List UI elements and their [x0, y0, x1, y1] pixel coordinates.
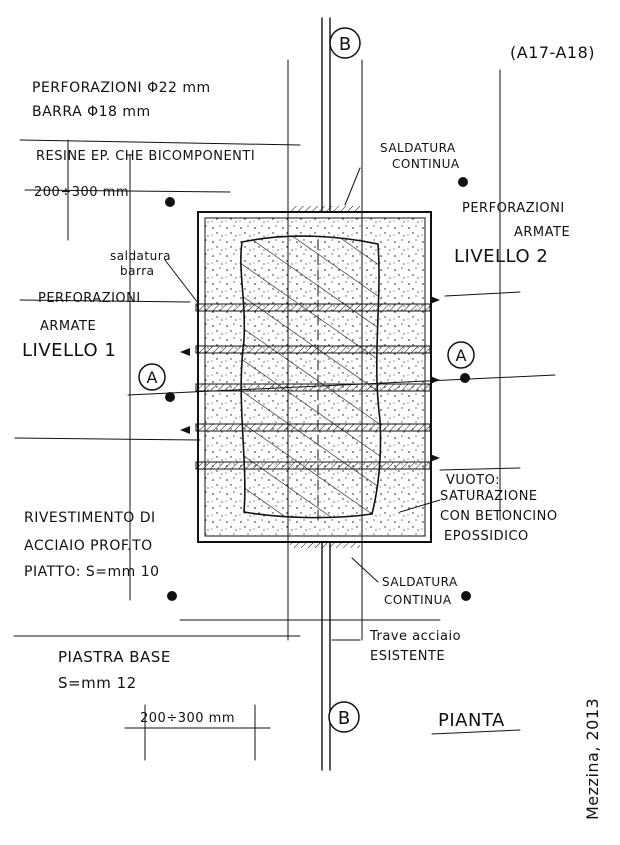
weld-bottom: [290, 542, 360, 548]
svg-text:A: A: [147, 368, 158, 387]
beam-label: Trave acciaio: [369, 629, 461, 644]
ref-code: (A17-A18): [510, 43, 595, 62]
section-axis-a: [127, 374, 556, 396]
spacing-top: 200÷300 mm: [34, 185, 129, 200]
plate-label: PIASTRA BASE: [58, 648, 171, 666]
void-label: SATURAZIONE: [440, 489, 538, 504]
weld-top: [290, 206, 360, 212]
annotations: (A17-A18) PERFORAZIONI Φ22 mm BARRA Φ18 …: [22, 43, 602, 820]
signature: Mezzina, 2013: [583, 698, 602, 820]
spacing-bottom: 200÷300 mm: [140, 711, 235, 726]
section-marker-a-left: A: [138, 363, 166, 391]
cladding-label: ACCIAIO PROF.TO: [24, 538, 153, 554]
level2-label: PERFORAZIONI: [462, 201, 565, 216]
level1-label: LIVELLO 1: [22, 340, 116, 361]
weld-top-label: CONTINUA: [392, 157, 460, 171]
void-label: EPOSSIDICO: [444, 529, 529, 544]
section-marker-b-bottom: B: [328, 701, 360, 733]
drill-marker: [458, 177, 468, 187]
cladding-label: RIVESTIMENTO DI: [24, 510, 156, 526]
steel-beam: [321, 17, 331, 771]
bar-weld-label: barra: [120, 264, 154, 278]
weld-bottom-label: CONTINUA: [384, 593, 452, 607]
weld-bottom-label: SALDATURA: [382, 575, 458, 589]
void-label: VUOTO:: [446, 473, 500, 488]
leader-lines: [164, 167, 441, 641]
level2-label: ARMATE: [514, 225, 570, 240]
drill-marker: [167, 591, 177, 601]
core-section: [240, 235, 382, 519]
drill-marker: [461, 591, 471, 601]
svg-text:A: A: [456, 346, 467, 365]
bar: [195, 345, 431, 354]
column-plan: [195, 206, 432, 548]
bar-weld-label: saldatura: [110, 249, 171, 263]
bar: [195, 303, 431, 312]
bar: [195, 423, 431, 432]
level2-label: LIVELLO 2: [454, 246, 548, 267]
svg-text:B: B: [338, 708, 350, 729]
bar: [195, 461, 431, 470]
level1-label: PERFORAZIONI: [38, 291, 141, 306]
section-marker-b-top: B: [329, 27, 361, 59]
drill-marker: [460, 373, 470, 383]
drill-note-1: PERFORAZIONI Φ22 mm: [32, 80, 211, 96]
weld-top-label: SALDATURA: [380, 141, 456, 155]
beam-label: ESISTENTE: [370, 649, 445, 664]
drill-marker: [165, 392, 175, 402]
view-label: PIANTA: [438, 710, 505, 731]
void-label: CON BETONCINO: [440, 509, 558, 524]
bar-arrows: [180, 296, 440, 462]
resin-note: RESINE EP. CHE BICOMPONENTI: [36, 149, 255, 164]
cladding-label: PIATTO: S=mm 10: [24, 564, 160, 580]
level1-label: ARMATE: [40, 319, 96, 334]
bar: [195, 383, 431, 392]
drill-note-2: BARRA Φ18 mm: [32, 104, 151, 120]
drill-markers: [165, 177, 471, 601]
drill-marker: [165, 197, 175, 207]
plate-label: S=mm 12: [58, 674, 137, 692]
reinforcing-bars: [195, 303, 431, 470]
section-marker-a-right: A: [447, 341, 475, 369]
svg-text:B: B: [339, 34, 351, 55]
